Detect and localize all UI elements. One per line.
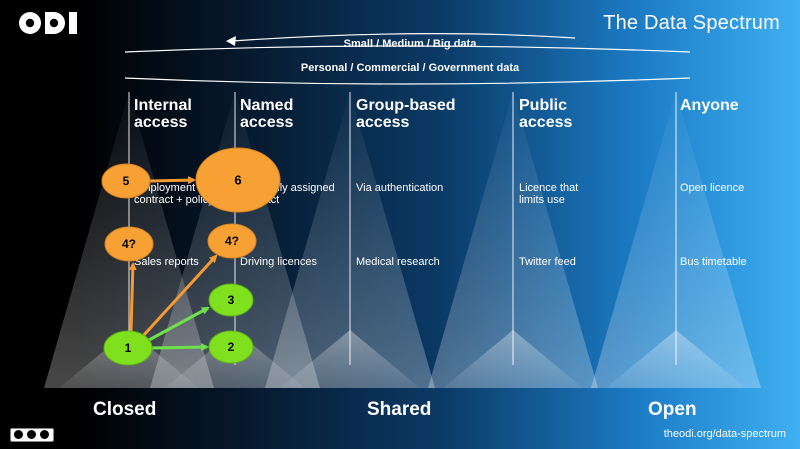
label-open: Open [648,399,697,420]
example-twitter-feed: Twitter feed [519,256,576,268]
example-medical-research: Medical research [356,256,440,268]
node-circle [208,283,254,317]
node-circle [208,330,254,364]
example-limiting-licence: Licence that limits use [519,182,579,206]
node-n3: 3 [208,283,254,317]
beam-floor [606,330,746,388]
node-n4a: 4? [104,226,154,262]
beam-floor [443,330,583,388]
header-anyone: Anyone [680,97,739,114]
node-label: 4? [225,234,239,248]
node-n2: 2 [208,330,254,364]
arc-middle [124,45,691,53]
node-circle [104,226,154,262]
scale-data-size: Small / Medium / Big data [343,38,477,50]
scale-arcs [124,33,691,85]
example-bus-timetable: Bus timetable [680,256,747,268]
source-url[interactable]: theodi.org/data-spectrum [663,428,786,440]
beam-floor [280,330,420,388]
header-public-access: Public access [519,97,573,131]
arc-bottom [124,77,691,85]
label-closed: Closed [93,399,157,420]
node-n1: 1 [103,330,153,366]
arrow-n1-to-n2 [150,343,209,352]
node-n5: 5 [101,163,151,199]
header-named-access: Named access [240,97,294,131]
node-label: 6 [234,173,241,188]
node-circle [101,163,151,199]
node-n6: 6 [195,147,281,213]
scale-data-source: Personal / Commercial / Government data [300,62,520,74]
node-label: 1 [125,341,132,355]
example-via-authentication: Via authentication [356,182,444,194]
creative-commons-badge [10,428,54,442]
node-label: 2 [228,340,235,354]
arrow-n1-to-n4a [128,262,137,332]
arc-top-arrowhead [226,36,236,46]
node-circle [195,147,281,213]
arrow-n5-to-n6 [149,176,196,185]
node-circle [207,223,257,259]
header-group-based-access: Group-based access [356,97,456,131]
node-n4b: 4? [207,223,257,259]
node-label: 4? [122,237,136,251]
label-shared: Shared [367,399,432,420]
node-label: 5 [123,174,130,188]
example-open-licence: Open licence [680,182,745,194]
arc-top [231,33,576,42]
slide-title: The Data Spectrum [603,12,780,34]
node-label: 3 [228,293,235,307]
node-circle [103,330,153,366]
example-driving-licences: Driving licences [240,256,318,268]
arrow-n1-to-n3 [148,306,210,342]
arrow-n1-to-n4b [141,254,218,338]
odi-logo [19,12,77,34]
header-internal-access: Internal access [134,97,192,131]
